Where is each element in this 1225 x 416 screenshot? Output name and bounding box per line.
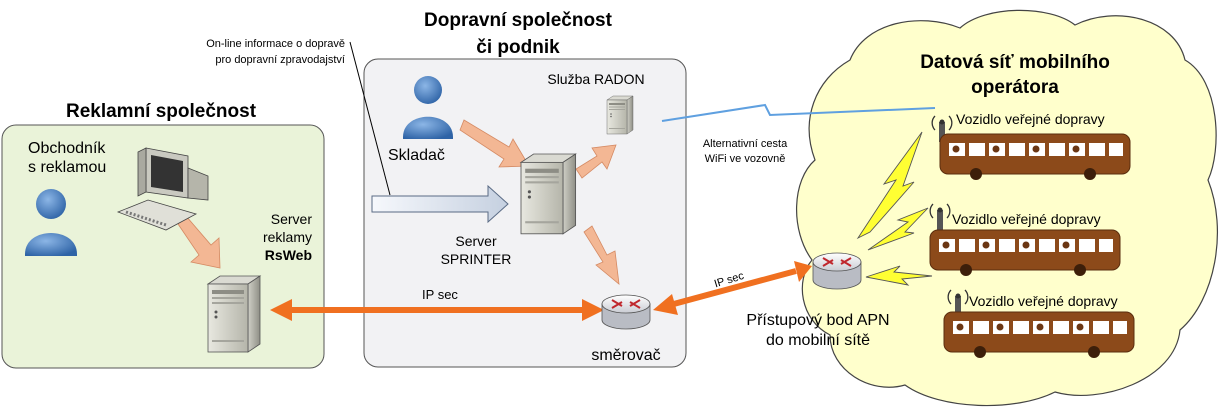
composer-label: Skladač xyxy=(388,147,445,164)
vehicle-2: Vozidlo veřejné dopravy xyxy=(929,203,1121,277)
merchant-label-1: Obchodník xyxy=(28,140,106,157)
sprinter-label-2: SPRINTER xyxy=(441,251,512,267)
merchant-person-icon xyxy=(25,189,77,256)
rsweb-label-1: Server xyxy=(271,211,313,227)
online-info-label-2: pro dopravní zpravodajství xyxy=(215,54,345,66)
online-info-block-arrow xyxy=(371,184,509,224)
wifi-link-line xyxy=(661,103,936,122)
arrow-sprinter-to-router xyxy=(583,225,620,285)
composer-person-icon xyxy=(403,76,453,139)
vehicle-3: Vozidlo veřejné dopravy xyxy=(943,289,1135,359)
lightning-bolt-2 xyxy=(867,207,929,251)
workstation-icon xyxy=(116,147,209,231)
wifi-label-2: WiFi ve vozovně xyxy=(705,153,786,165)
rsweb-label-3: RsWeb xyxy=(265,247,312,263)
company-router-label: směrovač xyxy=(591,347,660,364)
wireless-bolts xyxy=(856,131,933,286)
ipsec-label-left: IP sec xyxy=(422,287,458,302)
zone-mobile-title-1: Datová síť mobilního xyxy=(920,52,1110,73)
zone-transport-title-2: či podnik xyxy=(476,37,560,58)
bus-icon xyxy=(943,311,1135,359)
zone-mobile-title-2: operátora xyxy=(971,77,1059,98)
arrow-merchant-to-rsweb xyxy=(177,215,221,269)
vehicle-2-label: Vozidlo veřejné dopravy xyxy=(952,211,1101,227)
lightning-bolt-1 xyxy=(856,131,923,240)
lightning-bolt-3 xyxy=(865,265,933,286)
rsweb-label-2: reklamy xyxy=(263,229,312,245)
radon-label: Služba RADON xyxy=(547,71,644,87)
flow-arrows xyxy=(177,119,620,285)
vehicle-3-label: Vozidlo veřejné dopravy xyxy=(969,293,1118,309)
apn-label-2: do mobilní sítě xyxy=(766,332,870,349)
ipsec-arrow-left xyxy=(270,299,604,321)
online-info-label-1: On-line informace o dopravě xyxy=(206,38,345,50)
ipsec-arrow-right xyxy=(653,261,812,315)
vehicle-1: Vozidlo veřejné dopravy xyxy=(931,111,1131,181)
bus-icon xyxy=(929,229,1121,277)
company-router-icon xyxy=(601,294,651,330)
sprinter-server-icon xyxy=(520,153,577,235)
merchant-label-2: s reklamou xyxy=(28,159,106,176)
bus-icon xyxy=(939,133,1131,181)
zone-advertising-title: Reklamní společnost xyxy=(66,101,257,122)
apn-label-1: Přístupový bod APN xyxy=(746,312,889,329)
radon-server-icon xyxy=(606,95,634,135)
arrow-composer-to-sprinter xyxy=(459,119,530,168)
rsweb-server-icon xyxy=(207,275,261,353)
online-info-leader-line xyxy=(349,41,391,196)
apn-router-icon xyxy=(812,252,862,290)
sprinter-label-1: Server xyxy=(455,233,497,249)
wifi-label-1: Alternativní cesta xyxy=(703,138,788,150)
vehicle-1-label: Vozidlo veřejné dopravy xyxy=(956,111,1105,127)
zone-transport-title-1: Dopravní společnost xyxy=(424,10,613,31)
arrow-sprinter-to-radon xyxy=(575,144,617,179)
